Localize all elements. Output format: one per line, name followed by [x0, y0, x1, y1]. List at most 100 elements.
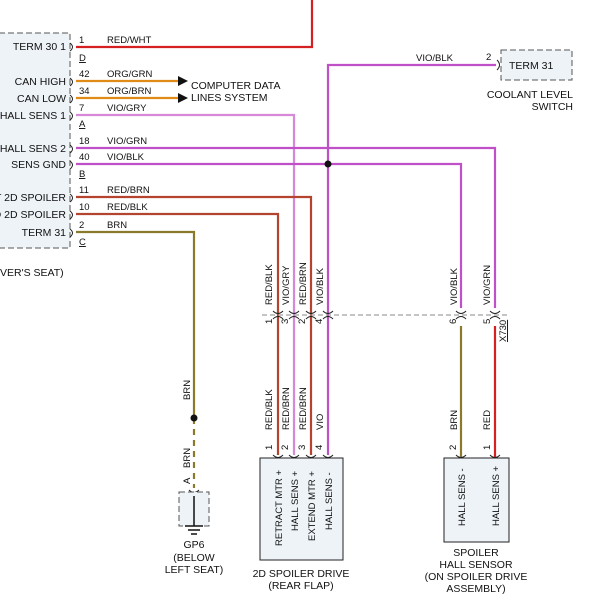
wire-label-org-brn: ORG/BRN: [107, 86, 151, 97]
sensor-label-minus: HALL SENS -: [457, 468, 468, 526]
pin-num-1: 1: [79, 35, 84, 46]
pin-label-sens-gnd: SENS GND: [11, 159, 66, 171]
pin-num-40: 40: [79, 152, 90, 163]
pin-label-hall-sens-1: HALL SENS 1: [0, 110, 66, 122]
drive-pin-2: 2: [280, 445, 291, 450]
wire-vio-grn: [76, 146, 497, 308]
wire-label-org-grn: ORG/GRN: [107, 69, 153, 80]
spoiler-drive-box: [259, 457, 344, 561]
ground-letter: A: [182, 477, 193, 484]
upper-wire-red-blk: RED/BLK: [264, 264, 275, 305]
connector-name: X730: [498, 320, 509, 342]
wire-label-brn: BRN: [107, 220, 127, 231]
wire-red-wht: [76, 0, 314, 49]
pin-label-can-high: CAN HIGH: [15, 76, 66, 88]
wire-runs: [76, 0, 497, 488]
coolant-caption-line2: SWITCH: [532, 101, 573, 113]
wire-label-red-wht: RED/WHT: [107, 35, 152, 46]
sensor-pin-1: 1: [482, 445, 493, 450]
wire-vio-blk: [76, 162, 463, 308]
pin-num-2: 2: [79, 220, 84, 231]
sensor-caption-line2: HALL SENSOR: [439, 559, 513, 571]
hall-sensor-box: [443, 457, 510, 543]
upper-wire-vio-grn: VIO/GRN: [482, 265, 493, 305]
conn-letter-c: C: [79, 237, 86, 248]
x730-pin-5: 5: [482, 319, 493, 324]
upper-wire-vio-gry: VIO/GRY: [281, 265, 292, 305]
module-connector-hooks: [69, 42, 73, 238]
ground-icon: [185, 496, 203, 535]
wire-red-brn: [76, 195, 313, 455]
wire-label-vio-gry: VIO/GRY: [107, 103, 147, 114]
splice-dot: [324, 160, 332, 168]
pin-num-42: 42: [79, 69, 90, 80]
lower-wire-red: RED: [482, 410, 493, 430]
drive-pin-4: 4: [314, 445, 325, 450]
conn-letter-d: D: [79, 53, 86, 64]
control-module-box: [0, 32, 71, 249]
coolant-caption-line1: COOLANT LEVEL: [487, 89, 573, 101]
ground-splice-dot: [190, 414, 198, 422]
coolant-switch-box: [500, 49, 573, 81]
upper-wire-vio-blk-2: VIO/BLK: [449, 267, 460, 305]
wire-label-red-brn: RED/BRN: [107, 185, 150, 196]
wire-brn-ground: [76, 230, 196, 418]
x730-pin-4: 4: [314, 319, 325, 324]
pin-label-extend-spoiler: D 2D SPOILER: [0, 209, 66, 221]
arrow-icon: [178, 93, 188, 103]
pin-label-retract-spoiler: T 2D SPOILER: [0, 192, 66, 204]
conn-letter-a: A: [79, 119, 86, 130]
wire-red-blk: [76, 212, 280, 455]
x730-pin-2: 2: [297, 319, 308, 324]
sensor-pin-2: 2: [448, 445, 459, 450]
pin-label-term30: TERM 30 1: [13, 41, 66, 53]
ground-caption-line2: LEFT SEAT): [165, 564, 224, 576]
lower-wire-red-brn-2: RED/BRN: [298, 387, 309, 430]
module-location-text: VER'S SEAT): [0, 267, 64, 279]
ground-wire-upper-label: BRN: [182, 380, 193, 400]
drive-caption-line1: 2D SPOILER DRIVE: [253, 568, 350, 580]
pin-num-34: 34: [79, 86, 90, 97]
pin-num-11: 11: [79, 185, 89, 196]
pin-label-can-low: CAN LOW: [17, 93, 66, 105]
upper-wire-vio-blk: VIO/BLK: [315, 267, 326, 305]
can-destination-line1: COMPUTER DATA: [191, 80, 280, 92]
drive-label-hall-minus: HALL SENS -: [324, 472, 335, 530]
sensor-caption-line1: SPOILER: [453, 547, 499, 559]
coolant-hook: [496, 59, 500, 71]
sensor-caption-line3: (ON SPOILER DRIVE: [425, 571, 528, 583]
wire-label-vio-grn: VIO/GRN: [107, 136, 147, 147]
coolant-pin: 2: [486, 52, 491, 63]
lower-wire-red-brn: RED/BRN: [281, 387, 292, 430]
sensor-label-plus: HALL SENS +: [491, 465, 502, 526]
sensor-caption-line4: ASSEMBLY): [446, 583, 505, 595]
connector-x730-hooks: [272, 310, 501, 320]
drive-pin-1: 1: [264, 445, 275, 450]
coolant-box-label: TERM 31: [509, 60, 554, 72]
x730-pin-1: 1: [264, 319, 275, 324]
drive-pin-3: 3: [297, 445, 308, 450]
drive-caption-line2: (REAR FLAP): [268, 580, 333, 592]
drive-label-hall-plus: HALL SENS +: [290, 470, 301, 531]
pin-num-7: 7: [79, 103, 84, 114]
drive-hooks: [272, 454, 334, 458]
x730-pin-6: 6: [448, 319, 459, 324]
arrow-icon: [178, 76, 188, 86]
lower-wire-red-blk: RED/BLK: [264, 389, 275, 430]
upper-wire-red-brn: RED/BRN: [298, 262, 309, 305]
can-destination-line2: LINES SYSTEM: [191, 92, 267, 104]
lower-wire-brn: BRN: [449, 410, 460, 430]
pin-label-hall-sens-2: HALL SENS 2: [0, 143, 66, 155]
drive-label-retract: RETRACT MTR +: [274, 469, 285, 546]
wire-vio-gry: [76, 113, 296, 455]
coolant-wire-label: VIO/BLK: [416, 53, 454, 64]
ground-caption-line1: (BELOW: [173, 552, 215, 564]
ground-name: GP6: [183, 539, 204, 551]
wire-label-red-blk: RED/BLK: [107, 202, 148, 213]
wire-label-vio-blk: VIO/BLK: [107, 152, 145, 163]
pin-num-18: 18: [79, 136, 90, 147]
ground-wire-lower-label: BRN: [182, 448, 193, 468]
pin-num-10: 10: [79, 202, 90, 213]
x730-pin-3: 3: [280, 319, 291, 324]
